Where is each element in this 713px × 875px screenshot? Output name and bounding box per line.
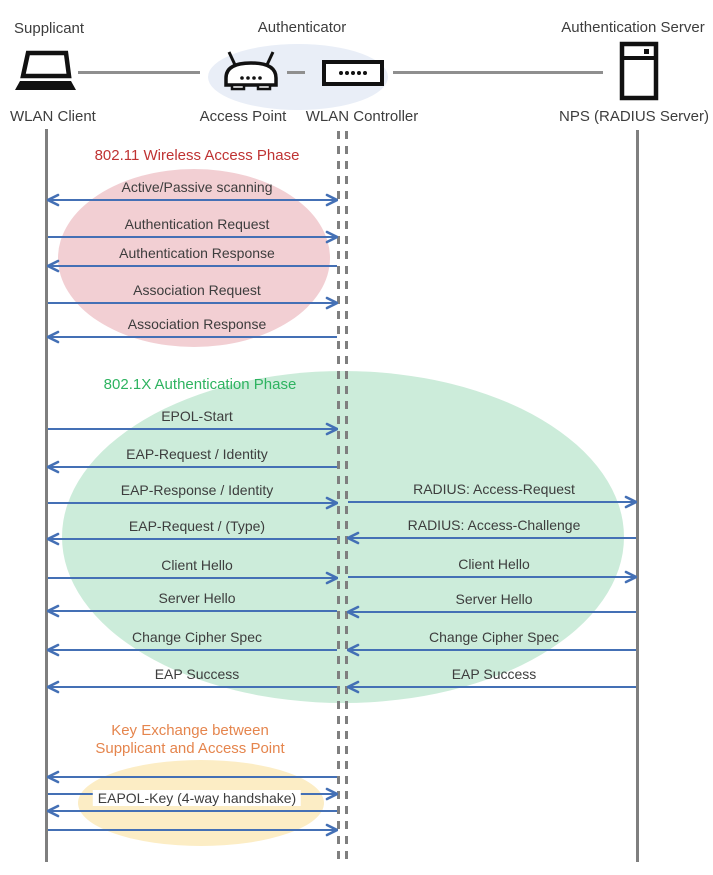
label-access-point: Access Point — [199, 108, 287, 125]
message-arrow — [47, 770, 337, 784]
message-label: RADIUS: Access-Challenge — [407, 517, 581, 533]
connector-line-controller-server — [393, 71, 603, 74]
message-label: EAP Success — [154, 666, 240, 682]
message-arrow — [347, 531, 636, 545]
message-arrow — [48, 571, 338, 585]
message-arrow — [47, 680, 337, 694]
message-arrow — [48, 296, 338, 310]
server-icon — [619, 41, 659, 101]
message-label: Association Request — [133, 282, 261, 298]
label-nps-radius-server: NPS (RADIUS Server) — [558, 108, 710, 125]
message-arrow — [48, 230, 338, 244]
message-label: EAP-Request / Identity — [126, 446, 268, 462]
message-label: Authentication Request — [124, 216, 270, 232]
message-arrow — [47, 532, 337, 546]
connector-line-client-ap — [78, 71, 200, 74]
message-label: Change Cipher Spec — [132, 629, 262, 645]
lifeline-controller-dash-2 — [345, 131, 348, 859]
message-arrow — [347, 605, 636, 619]
header-authenticator: Authenticator — [257, 19, 347, 36]
phase-key-exchange-title-line1: Key Exchange between — [111, 722, 269, 739]
message-arrow — [348, 570, 637, 584]
phase-8021x-title: 802.1X Authentication Phase — [103, 376, 297, 393]
lifeline-controller-dash-1 — [337, 131, 340, 859]
message-arrow — [47, 193, 338, 207]
message-label: Server Hello — [158, 590, 236, 606]
message-label: Authentication Response — [119, 245, 275, 261]
message-label: EAP-Request / (Type) — [128, 518, 266, 534]
phase-80211-title: 802.11 Wireless Access Phase — [94, 147, 300, 164]
message-label: Association Response — [127, 316, 267, 332]
phase-key-exchange-title-line2: Supplicant and Access Point — [95, 740, 285, 757]
lifeline-authentication-server — [636, 130, 639, 862]
message-label: RADIUS: Access-Request — [413, 481, 575, 497]
message-arrow — [48, 496, 338, 510]
message-arrow — [347, 680, 636, 694]
connector-line-ap-controller — [287, 71, 305, 74]
message-arrow — [348, 495, 637, 509]
message-label: Change Cipher Spec — [429, 629, 559, 645]
header-authentication-server: Authentication Server — [561, 19, 705, 36]
phase-80211-ellipse — [58, 169, 330, 347]
message-arrow — [47, 804, 337, 818]
message-label: EAP Success — [451, 666, 537, 682]
message-label: EAP-Response / Identity — [120, 482, 274, 498]
message-label: Client Hello — [161, 557, 233, 573]
laptop-icon — [15, 50, 76, 90]
message-arrow — [47, 460, 337, 474]
message-arrow — [47, 604, 337, 618]
message-label: EAPOL-Key (4-way handshake) — [92, 790, 302, 806]
message-label: Active/Passive scanning — [121, 179, 273, 195]
wlan-controller-icon — [322, 60, 384, 86]
message-label: Server Hello — [455, 591, 533, 607]
message-arrow — [47, 643, 337, 657]
message-label: Client Hello — [458, 556, 530, 572]
message-arrow — [347, 643, 636, 657]
message-arrow — [47, 259, 337, 273]
label-wlan-controller: WLAN Controller — [305, 108, 419, 125]
access-point-icon — [224, 51, 278, 91]
header-supplicant: Supplicant — [14, 20, 85, 37]
message-arrow — [47, 330, 337, 344]
message-label: EPOL-Start — [161, 408, 233, 424]
label-wlan-client: WLAN Client — [10, 108, 96, 125]
message-arrow — [48, 422, 338, 436]
lifeline-supplicant — [45, 129, 48, 862]
message-arrow — [48, 823, 338, 837]
